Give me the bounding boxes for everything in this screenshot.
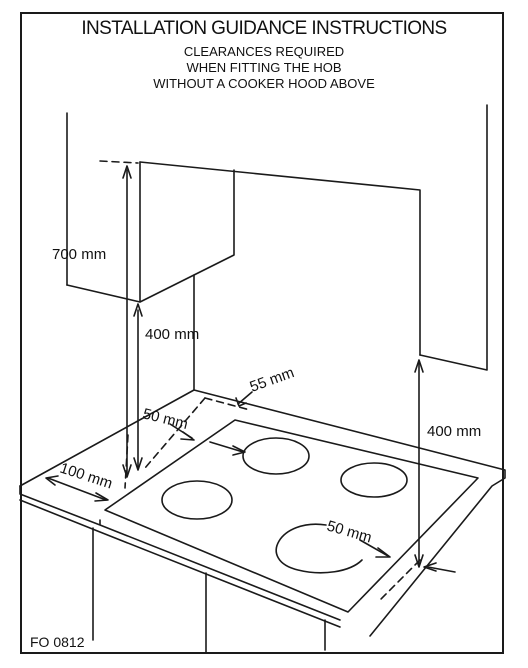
dim-arrow-700-top [122, 165, 132, 179]
subtitle-line-1: CLEARANCES REQUIRED [183, 44, 345, 59]
dim-arrow-400-left-top [133, 303, 143, 317]
label-700mm: 700 mm [52, 246, 106, 263]
subtitle-line-3: WITHOUT A COOKER HOOD ABOVE [153, 76, 375, 91]
label-100mm: 100 mm [58, 460, 115, 493]
dim-arrow-400-right-bottom [414, 554, 424, 568]
burner-rear-left [242, 437, 310, 475]
dim-arrow-100-left [45, 475, 59, 486]
clearance-guide-front-right [377, 559, 421, 603]
dim-arrow-50-front [375, 547, 391, 558]
burner-front-right [275, 523, 363, 574]
dim-line-50-front [359, 539, 389, 557]
subtitle-line-2: WHEN FITTING THE HOB [186, 60, 342, 75]
clearance-guide-top [99, 160, 139, 164]
label-400mm-right: 400 mm [427, 423, 481, 440]
hob-plate [104, 419, 479, 613]
dim-line-100 [47, 477, 107, 501]
dim-arrow-400-right-top [414, 359, 424, 373]
dim-line-55 [237, 391, 253, 405]
worktop-top [19, 389, 506, 637]
burner-rear-right [340, 462, 408, 498]
worktop-underside [19, 499, 341, 628]
back-wall-top [139, 161, 421, 356]
dim-arrow-50-rear [180, 431, 195, 441]
label-55mm: 55 mm [248, 364, 297, 396]
dim-arrow-right-edge [423, 562, 437, 572]
dim-arrow-400-left-bottom [133, 457, 143, 471]
figure-code: FO 0812 [30, 634, 85, 650]
dim-arrow-55 [235, 397, 247, 407]
wall-cabinet [66, 161, 235, 303]
clearance-guide-rear-left [144, 397, 206, 469]
dim-line-right-edge [427, 566, 456, 573]
label-50mm-front: 50 mm [325, 518, 374, 547]
clearance-guide-rear [204, 397, 251, 411]
label-50mm-rear: 50 mm [141, 405, 190, 433]
right-wall [419, 104, 488, 371]
worktop-front [19, 485, 341, 621]
burner-front-left [161, 480, 233, 520]
dim-arrow-100-right [94, 492, 109, 502]
diagram-title: INSTALLATION GUIDANCE INSTRUCTIONS [81, 18, 447, 39]
dim-arrow-50-burner [232, 445, 246, 456]
dim-line-50-burner [209, 441, 244, 453]
dim-arrow-700-bottom [122, 464, 132, 478]
diagram-frame [20, 12, 504, 654]
label-400mm-left: 400 mm [145, 326, 199, 343]
